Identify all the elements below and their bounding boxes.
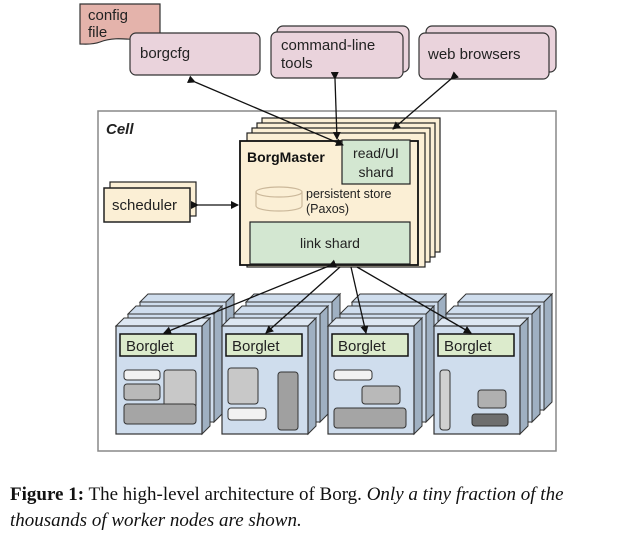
cell-label: Cell [106, 121, 134, 138]
figure-caption: Figure 1: The high-level architecture of… [10, 482, 635, 534]
borglet-machine: Borglet [220, 292, 342, 436]
task-block [123, 403, 197, 425]
arrow-link-to-borglet-2 [265, 266, 341, 334]
task-block [439, 369, 451, 431]
persistent-store-label-line2: (Paxos) [306, 202, 349, 216]
command-line-tools-node: command-line tools [270, 25, 410, 79]
task-block [277, 371, 299, 431]
caption-text: The high-level architecture of Borg. [84, 484, 367, 505]
arrow-link-to-borglet-3 [350, 266, 369, 334]
borglet-label-box [331, 333, 409, 357]
task-block [227, 407, 267, 421]
borglet-machine: Borglet [432, 292, 554, 436]
web-browsers-label: web browsers [427, 46, 521, 63]
scheduler-node: scheduler [103, 181, 197, 223]
arrow-link-to-borglet-4 [356, 266, 472, 334]
task-block [163, 369, 197, 409]
config-file-label-line1: config [88, 7, 128, 24]
borglet-machine: Borglet [326, 292, 448, 436]
task-block [123, 383, 161, 401]
task-block [333, 369, 373, 381]
borglet-label-box [119, 333, 197, 357]
borgcfg-node: borgcfg [129, 32, 261, 76]
borglet-label: Borglet [126, 338, 174, 355]
persistent-store-label-line1: persistent store [306, 187, 392, 201]
borgmaster-node: BorgMaster read/UI shard persistent stor… [239, 139, 419, 266]
read-ui-shard: read/UI shard [341, 139, 411, 185]
persistent-store: persistent store (Paxos) [255, 186, 392, 216]
link-shard-label: link shard [300, 235, 360, 251]
borglet-label: Borglet [444, 338, 492, 355]
caption-italic: Only a tiny fraction of the thousands of… [10, 484, 564, 531]
borglet-machines: Borglet Borglet Borglet Borglet [114, 292, 554, 436]
read-ui-shard-label-line2: shard [358, 164, 393, 180]
task-block [123, 369, 161, 381]
config-file-label-line2: file [88, 24, 107, 41]
task-block [361, 385, 401, 405]
borglet-label: Borglet [232, 338, 280, 355]
task-block [471, 413, 509, 427]
link-shard: link shard [249, 221, 411, 265]
arrow-web-to-readui [392, 71, 459, 130]
arrow-link-to-borglet-1 [163, 259, 337, 335]
config-file-node: config file [79, 3, 161, 45]
arrow-cli-to-master [330, 71, 341, 140]
connections [163, 71, 472, 335]
task-block [333, 407, 407, 429]
borglet-machine: Borglet [114, 292, 236, 436]
caption-label: Figure 1: [10, 484, 85, 505]
scheduler-label: scheduler [112, 197, 177, 214]
arrow-borgcfg-to-master [186, 75, 344, 146]
borglet-label-box [437, 333, 515, 357]
task-block [477, 389, 507, 409]
command-line-tools-label-line2: tools [281, 55, 313, 72]
web-browsers-node: web browsers [418, 25, 557, 80]
borglet-label: Borglet [338, 338, 386, 355]
task-block [227, 367, 259, 405]
borgmaster-title: BorgMaster [247, 149, 325, 165]
borgcfg-label: borgcfg [140, 45, 190, 62]
command-line-tools-label-line1: command-line [281, 37, 375, 54]
read-ui-shard-label-line1: read/UI [353, 145, 399, 161]
